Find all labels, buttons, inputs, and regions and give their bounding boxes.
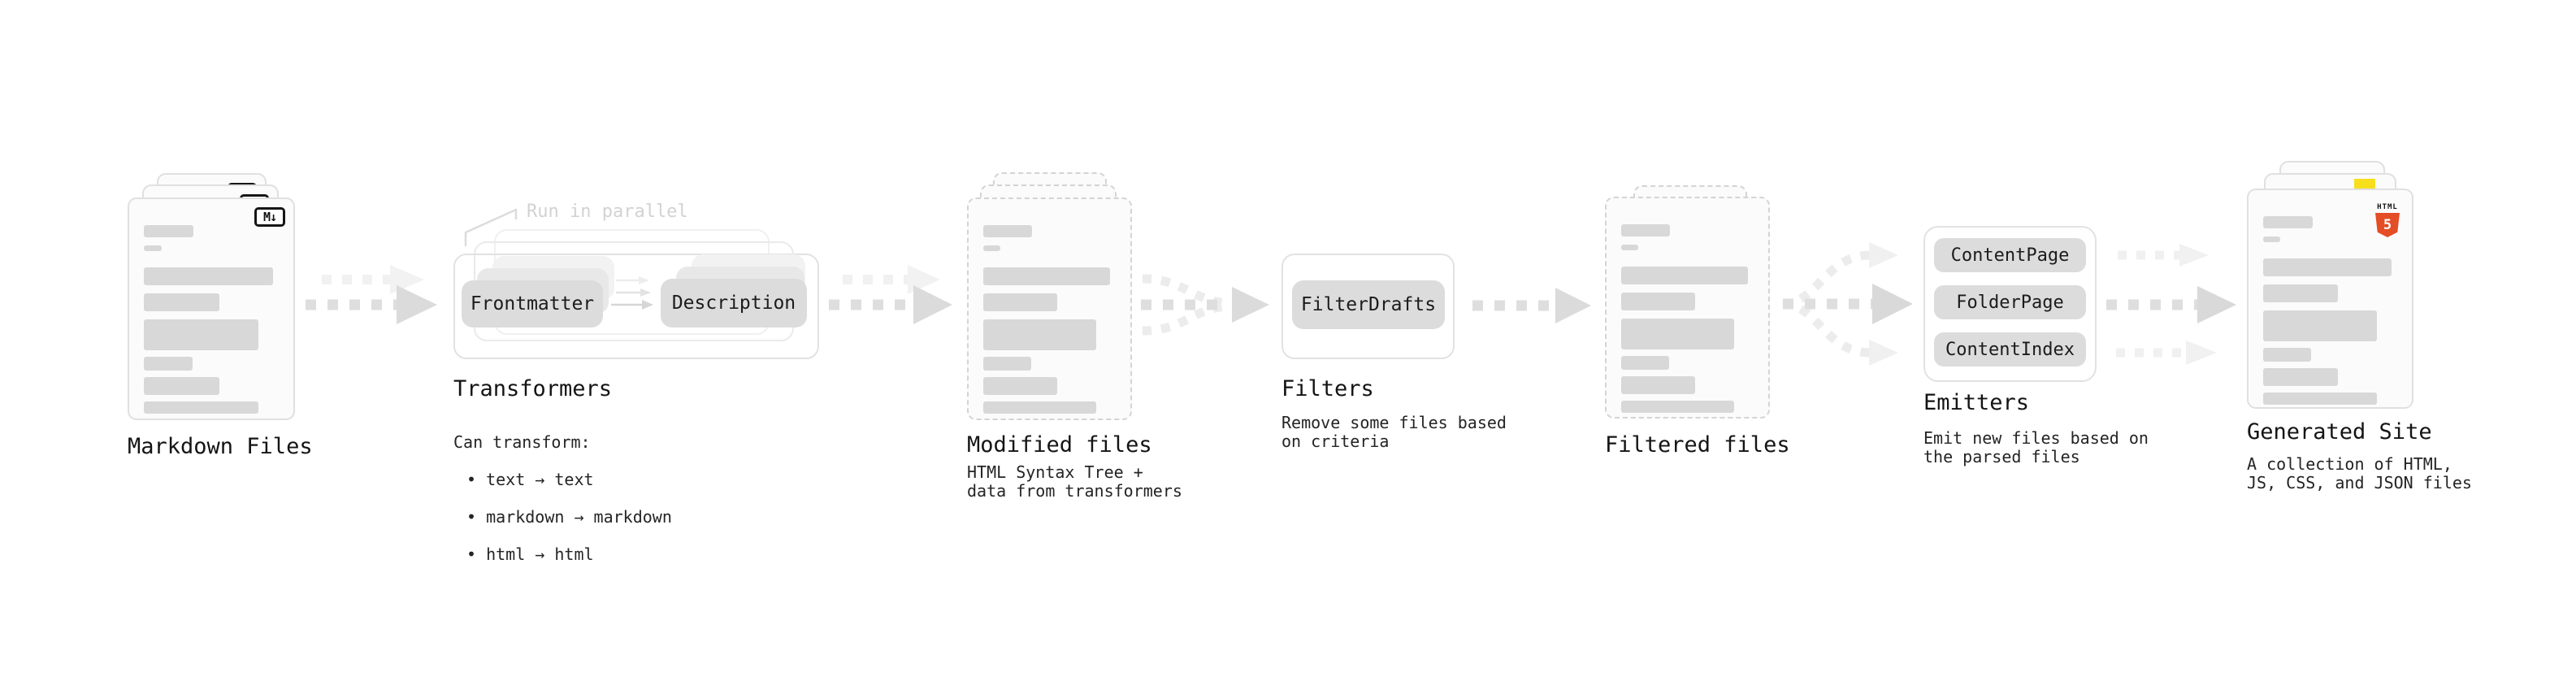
document-skeleton [1621,224,1754,413]
label-emitters: Emitters [1923,390,2030,415]
caption-bullet: • markdown → markdown [466,507,672,527]
arrow-modified-to-filters-merge [1141,274,1269,336]
modified-file-card-front [967,197,1132,420]
contentpage-pill: ContentPage [1934,238,2086,272]
skeleton-bar [983,357,1031,371]
filterdrafts-pill: FilterDrafts [1292,280,1445,329]
skeleton-bar [144,293,219,311]
label-modified-files: Modified files [967,432,1152,458]
skeleton-bar [983,293,1058,311]
markdown-icon-text: M↓ [262,210,277,224]
modified-files-caption: HTML Syntax Tree + data from transformer… [967,462,1182,501]
skeleton-bar [1621,267,1749,284]
html5-icon-number: 5 [2383,217,2392,233]
run-in-parallel-annotation: Run in parallel [527,202,688,222]
markdown-file-card-front: M↓ [128,197,295,420]
skeleton-bar [2263,284,2339,302]
skeleton-bar [983,225,1033,237]
caption-bullet: • html → html [466,544,594,564]
description-pill: Description [661,279,807,327]
transformer-box-front [453,254,819,359]
skeleton-bar [983,401,1096,414]
document-skeleton [144,225,279,414]
skeleton-bar [2263,393,2378,405]
skeleton-bar [983,245,1001,251]
skeleton-bar [1621,319,1734,349]
skeleton-bar [1621,376,1696,394]
document-skeleton [983,225,1116,414]
caption-line: Can transform: [453,432,591,452]
folderpage-pill: FolderPage [1934,285,2086,319]
transformers-caption: Can transform: • text → text • markdown … [453,414,672,583]
skeleton-bar [1621,224,1671,236]
skeleton-bar [2263,348,2312,362]
skeleton-bar [144,357,193,371]
transform-flow-arrows [611,276,653,310]
skeleton-bar [1621,401,1734,413]
document-skeleton [2263,216,2397,405]
skeleton-bar [983,319,1096,350]
arrow-markdown-to-transformers [306,265,437,324]
arrow-filters-to-filtered [1472,288,1591,323]
caption-bullet: • text → text [466,470,594,489]
skeleton-bar [1621,293,1696,310]
skeleton-bar [983,377,1058,395]
arrow-transformers-to-modified [829,265,952,324]
html5-icon-text: HTML [2377,203,2398,211]
skeleton-bar [2263,368,2339,386]
skeleton-bar [1621,356,1669,370]
skeleton-bar [1621,245,1639,250]
label-filtered-files: Filtered files [1605,432,1790,458]
arrow-filtered-to-emitters-diverge [1782,242,1913,366]
skeleton-bar [2263,236,2281,242]
skeleton-bar [144,401,259,414]
skeleton-bar [144,377,219,395]
annotation-connector-line [464,208,518,246]
generated-html-card: HTML 5 [2247,189,2413,409]
filtered-file-card-front [1605,197,1770,419]
frontmatter-pill: Frontmatter [462,280,603,327]
skeleton-bar [144,319,259,350]
label-transformers: Transformers [453,376,613,401]
label-markdown-files: Markdown Files [128,434,313,459]
skeleton-bar [2263,216,2314,228]
arrow-emitter-top [2118,244,2209,267]
arrow-emitter-middle [2106,286,2236,323]
contentindex-pill: ContentIndex [1934,332,2086,367]
skeleton-bar [144,225,194,237]
skeleton-bar [2263,310,2378,341]
skeleton-bar [2263,258,2392,276]
markdown-icon: M↓ [254,207,285,227]
arrow-emitter-bottom [2116,340,2217,365]
filters-caption: Remove some files based on criteria [1281,413,1507,451]
label-generated-site: Generated Site [2247,419,2432,445]
skeleton-bar [983,267,1111,285]
skeleton-bar [144,245,162,251]
label-filters: Filters [1281,376,1374,401]
html5-icon: HTML 5 [2373,197,2402,237]
skeleton-bar [144,267,274,285]
generated-site-caption: A collection of HTML, JS, CSS, and JSON … [2247,454,2472,492]
emitters-caption: Emit new files based on the parsed files [1923,428,2149,466]
